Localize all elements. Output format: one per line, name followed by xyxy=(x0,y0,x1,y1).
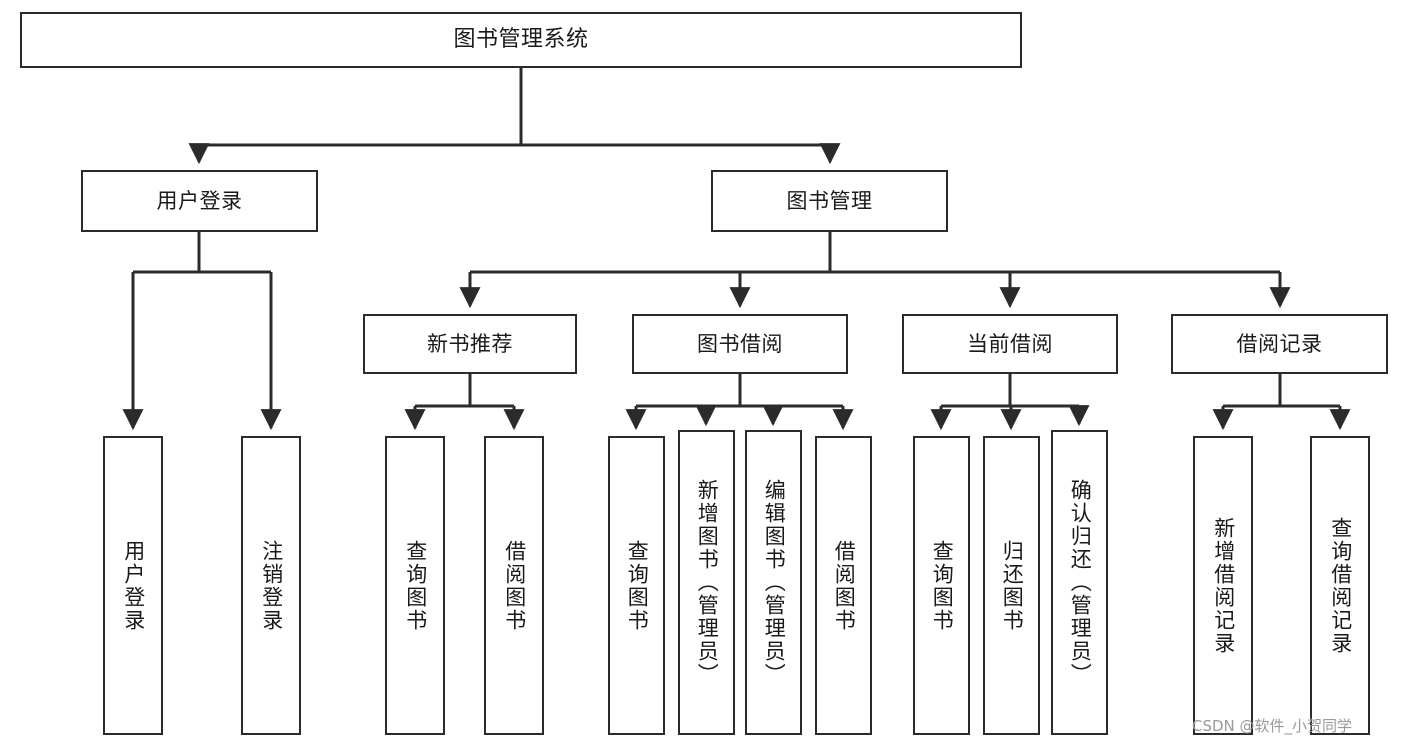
node-leaf-query-book-current[interactable]: 查询图书 xyxy=(913,436,970,735)
node-root[interactable]: 图书管理系统 xyxy=(20,12,1022,68)
node-leaf-add-book-admin[interactable]: 新增图书（管理员） xyxy=(678,430,735,735)
node-current-borrow-label: 当前借阅 xyxy=(967,331,1053,356)
node-leaf-return-book-label: 归还图书 xyxy=(1000,539,1025,632)
node-current-borrow[interactable]: 当前借阅 xyxy=(902,314,1118,374)
node-user-login[interactable]: 用户登录 xyxy=(81,170,318,232)
node-leaf-query-book-borrow[interactable]: 查询图书 xyxy=(608,436,665,735)
node-leaf-query-borrow-record[interactable]: 查询借阅记录 xyxy=(1310,436,1370,735)
node-leaf-query-borrow-record-label: 查询借阅记录 xyxy=(1328,516,1353,655)
node-leaf-user-login[interactable]: 用户登录 xyxy=(103,436,163,735)
node-borrow-records-label: 借阅记录 xyxy=(1236,331,1323,356)
node-borrow-records[interactable]: 借阅记录 xyxy=(1171,314,1388,374)
node-leaf-user-login-label: 用户登录 xyxy=(121,539,146,632)
node-new-book-recommend-label: 新书推荐 xyxy=(427,331,513,356)
node-leaf-query-book-borrow-label: 查询图书 xyxy=(625,539,650,632)
node-book-management[interactable]: 图书管理 xyxy=(711,170,948,232)
node-book-borrow[interactable]: 图书借阅 xyxy=(632,314,848,374)
node-leaf-add-borrow-record[interactable]: 新增借阅记录 xyxy=(1193,436,1253,735)
node-leaf-logout[interactable]: 注销登录 xyxy=(241,436,301,735)
node-user-login-label: 用户登录 xyxy=(156,188,243,213)
node-leaf-confirm-return-admin[interactable]: 确认归还（管理员） xyxy=(1051,430,1108,735)
node-leaf-query-book-recommend[interactable]: 查询图书 xyxy=(385,436,445,735)
node-leaf-borrow-book-recommend-label: 借阅图书 xyxy=(502,539,527,632)
node-leaf-confirm-return-admin-label: 确认归还（管理员） xyxy=(1068,479,1093,686)
node-book-management-label: 图书管理 xyxy=(786,188,873,213)
node-leaf-edit-book-admin[interactable]: 编辑图书（管理员） xyxy=(745,430,802,735)
node-leaf-borrow-book-recommend[interactable]: 借阅图书 xyxy=(484,436,544,735)
node-leaf-add-borrow-record-label: 新增借阅记录 xyxy=(1211,516,1236,655)
node-leaf-query-book-current-label: 查询图书 xyxy=(930,539,955,632)
node-leaf-logout-label: 注销登录 xyxy=(259,539,284,632)
csdn-watermark: CSDN @软件_小贺同学 xyxy=(1192,717,1353,735)
node-leaf-query-book-recommend-label: 查询图书 xyxy=(403,539,428,632)
node-leaf-edit-book-admin-label: 编辑图书（管理员） xyxy=(762,479,787,686)
node-book-borrow-label: 图书借阅 xyxy=(697,331,783,356)
node-root-label: 图书管理系统 xyxy=(453,27,589,53)
node-leaf-borrow-book-label: 借阅图书 xyxy=(832,539,857,632)
node-new-book-recommend[interactable]: 新书推荐 xyxy=(363,314,577,374)
node-leaf-return-book[interactable]: 归还图书 xyxy=(983,436,1040,735)
node-leaf-borrow-book[interactable]: 借阅图书 xyxy=(815,436,872,735)
node-leaf-add-book-admin-label: 新增图书（管理员） xyxy=(695,479,720,686)
